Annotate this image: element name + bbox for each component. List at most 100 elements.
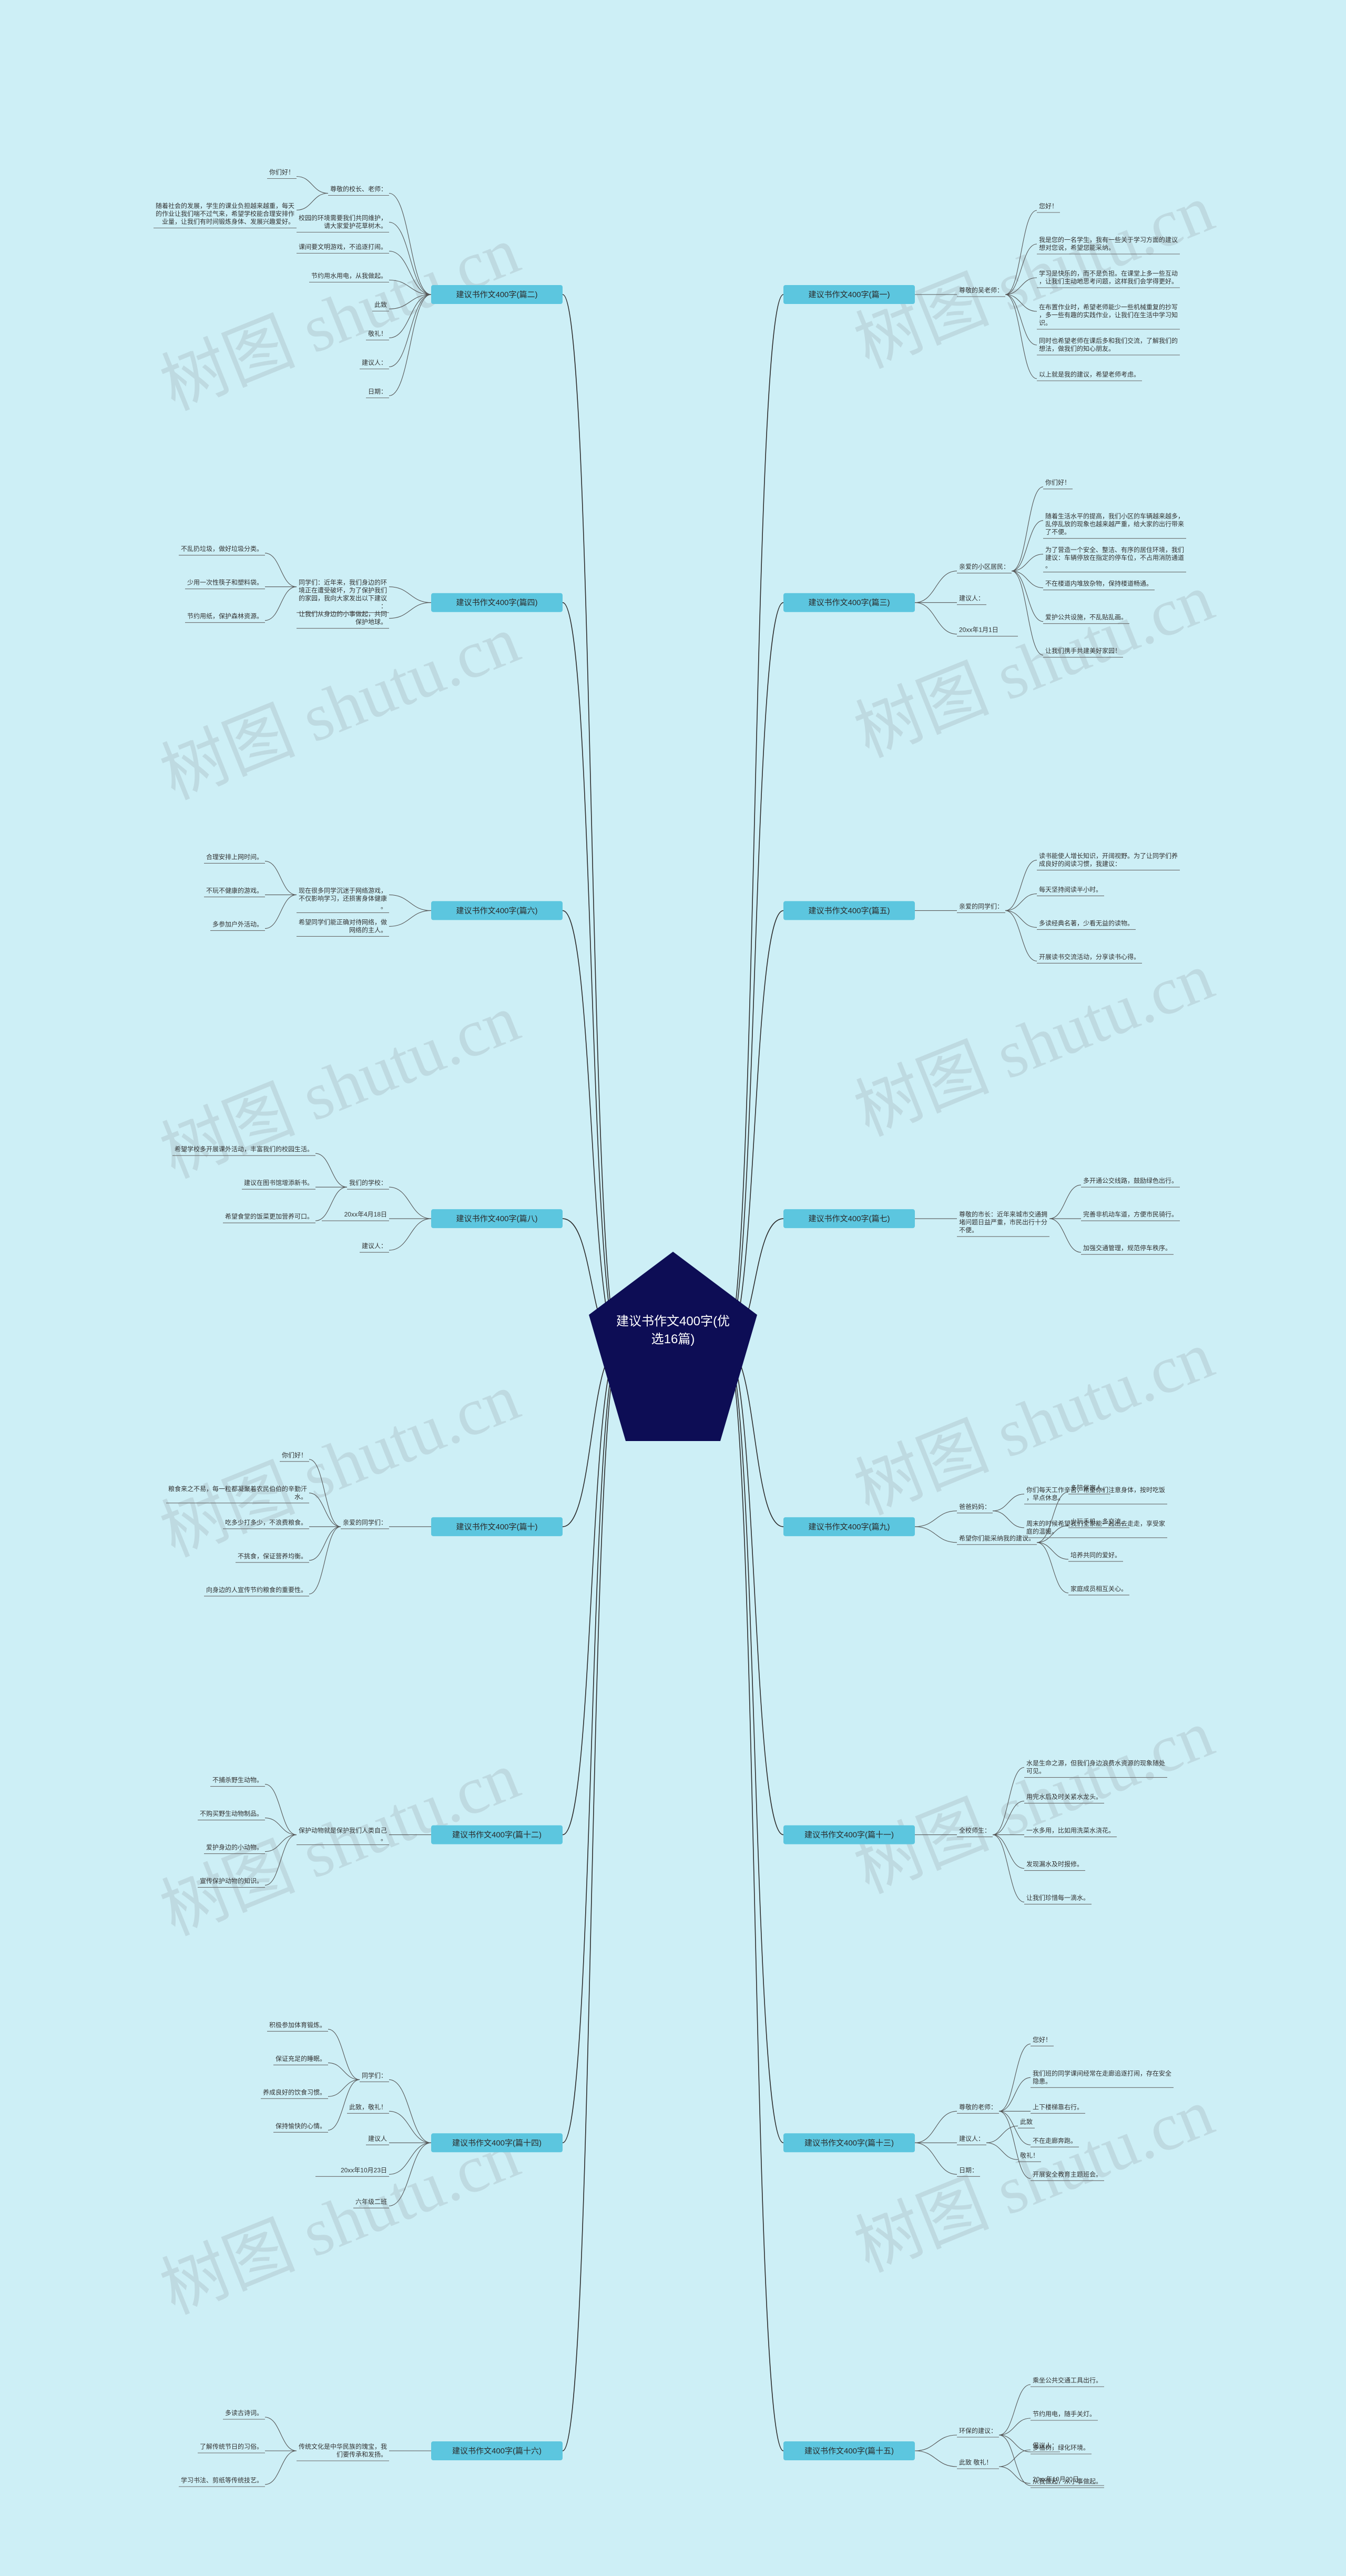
child-node[interactable]: 20xx年4月18日 xyxy=(322,1211,389,1221)
leaf-node[interactable]: 合理安排上网时间。 xyxy=(204,853,265,864)
leaf-node[interactable]: 敬礼！ xyxy=(1018,2151,1041,2162)
child-node[interactable]: 现在很多同学沉迷于网络游戏，不仅影响学习，还损害身体健康。 xyxy=(297,886,389,913)
child-node[interactable]: 保护动物就是保护我们人类自己。 xyxy=(297,1827,389,1845)
branch-node[interactable]: 建议书作文400字(篇八) xyxy=(431,1209,563,1229)
child-node[interactable]: 传统文化是中华民族的瑰宝，我们要传承和发扬。 xyxy=(297,2442,389,2461)
leaf-node[interactable]: 学习书法、剪纸等传统技艺。 xyxy=(179,2476,265,2487)
leaf-node[interactable]: 希望学校多开展课外活动，丰富我们的校园生活。 xyxy=(172,1145,315,1156)
child-node[interactable]: 节约用水用电，从我做起。 xyxy=(309,272,389,283)
child-node[interactable]: 建议人： xyxy=(957,595,986,605)
leaf-node[interactable]: 您好！ xyxy=(1037,202,1060,213)
leaf-node[interactable]: 你们好！ xyxy=(1043,479,1073,490)
child-node[interactable]: 同学们： xyxy=(360,2071,389,2082)
leaf-node[interactable]: 让我们携手共建美好家园！ xyxy=(1043,647,1123,658)
leaf-node[interactable]: 多读古诗词。 xyxy=(223,2409,265,2420)
leaf-node[interactable]: 向身边的人宣传节约粮食的重要性。 xyxy=(204,1586,309,1597)
leaf-node[interactable]: 读书能使人增长知识，开阔视野。为了让同学们养成良好的阅读习惯，我建议： xyxy=(1037,851,1180,870)
child-node[interactable]: 同学们：近年来，我们身边的环境正在遭受破坏，为了保护我们的家园，我向大家发出以下… xyxy=(297,579,389,613)
branch-node[interactable]: 建议书作文400字(篇十一) xyxy=(783,1825,915,1844)
branch-node[interactable]: 建议书作文400字(篇七) xyxy=(783,1209,915,1229)
child-node[interactable]: 让我们从身边的小事做起，共同保护地球。 xyxy=(297,610,389,629)
branch-node[interactable]: 建议书作文400字(篇一) xyxy=(783,285,915,304)
child-node[interactable]: 课间要文明游戏，不追逐打闹。 xyxy=(297,243,389,254)
leaf-node[interactable]: 为了营造一个安全、整洁、有序的居住环境，我们建议：车辆停放在指定的停车位，不占用… xyxy=(1043,546,1186,573)
branch-node[interactable]: 建议书作文400字(篇十五) xyxy=(783,2441,915,2460)
leaf-node[interactable]: 从我做起，从小事做起。 xyxy=(1031,2477,1104,2488)
leaf-node[interactable]: 加强交通管理，规范停车秩序。 xyxy=(1081,1244,1174,1255)
leaf-node[interactable]: 乘坐公共交通工具出行。 xyxy=(1031,2376,1104,2387)
leaf-node[interactable]: 多参加户外活动。 xyxy=(210,920,265,931)
child-node[interactable]: 尊敬的老师： xyxy=(957,2103,999,2114)
leaf-node[interactable]: 吃多少打多少，不浪费粮食。 xyxy=(223,1518,309,1529)
child-node[interactable]: 日期： xyxy=(366,388,389,399)
child-node[interactable]: 日期： xyxy=(957,2166,980,2177)
branch-node[interactable]: 建议书作文400字(篇十四) xyxy=(431,2133,563,2153)
child-node[interactable]: 尊敬的校长、老师： xyxy=(328,185,389,196)
leaf-node[interactable]: 开展安全教育主题班会。 xyxy=(1031,2170,1104,2181)
leaf-node[interactable]: 培养共同的爱好。 xyxy=(1068,1551,1123,1562)
root-node[interactable]: 建议书作文400字(优选16篇) xyxy=(589,1252,757,1441)
leaf-node[interactable]: 完善非机动车道，方便市民骑行。 xyxy=(1081,1210,1180,1221)
child-node[interactable]: 敬礼！ xyxy=(366,330,389,341)
leaf-node[interactable]: 不购买野生动物制品。 xyxy=(198,1810,265,1821)
child-node[interactable]: 我们的学校： xyxy=(347,1179,389,1190)
branch-node[interactable]: 建议书作文400字(篇四) xyxy=(431,593,563,612)
child-node[interactable]: 20xx年1月1日 xyxy=(957,626,1018,637)
leaf-node[interactable]: 你们好！ xyxy=(280,1451,309,1462)
leaf-node[interactable]: 节约用纸，保护森林资源。 xyxy=(185,612,265,623)
leaf-node[interactable]: 多开通公交线路，鼓励绿色出行。 xyxy=(1081,1177,1180,1188)
child-node[interactable]: 尊敬的吴老师： xyxy=(957,286,1005,297)
leaf-node[interactable]: 希望食堂的饭菜更加营养可口。 xyxy=(223,1212,315,1223)
branch-node[interactable]: 建议书作文400字(篇三) xyxy=(783,593,915,612)
branch-node[interactable]: 建议书作文400字(篇十六) xyxy=(431,2441,563,2460)
leaf-node[interactable]: 多植树，绿化环境。 xyxy=(1031,2443,1092,2455)
leaf-node[interactable]: 每天坚持阅读半小时。 xyxy=(1037,885,1104,896)
child-node[interactable]: 建议人： xyxy=(360,1242,389,1253)
leaf-node[interactable]: 不挑食，保证营养均衡。 xyxy=(236,1552,309,1563)
child-node[interactable]: 建议人： xyxy=(360,359,389,370)
leaf-node[interactable]: 在布置作业时，希望老师能少一些机械重复的抄写，多一些有趣的实践作业，让我们在生活… xyxy=(1037,303,1180,330)
child-node[interactable]: 此致，敬礼！ xyxy=(347,2103,389,2114)
leaf-node[interactable]: 我是您的一名学生，我有一些关于学习方面的建议想对您说，希望您能采纳。 xyxy=(1037,236,1180,255)
branch-node[interactable]: 建议书作文400字(篇十三) xyxy=(783,2133,915,2153)
leaf-node[interactable]: 20xx年10月20日 xyxy=(1031,2476,1104,2486)
leaf-node[interactable]: 开展读书交流活动，分享读书心得。 xyxy=(1037,952,1142,964)
leaf-node[interactable]: 不在楼道内堆放杂物，保持楼道畅通。 xyxy=(1043,580,1155,591)
child-node[interactable]: 尊敬的市长：近年来城市交通拥堵问题日益严重，市民出行十分不便。 xyxy=(957,1210,1049,1237)
leaf-node[interactable]: 少用一次性筷子和塑料袋。 xyxy=(185,579,265,590)
leaf-node[interactable]: 不在走廊奔跑。 xyxy=(1031,2136,1079,2147)
leaf-node[interactable]: 建议在图书馆增添新书。 xyxy=(242,1179,315,1190)
child-node[interactable]: 建议人 xyxy=(366,2135,389,2145)
leaf-node[interactable]: 多陪伴家人。 xyxy=(1068,1484,1110,1495)
leaf-node[interactable]: 水是生命之源，但我们身边浪费水资源的现象随处可见。 xyxy=(1024,1759,1167,1778)
branch-node[interactable]: 建议书作文400字(篇六) xyxy=(431,901,563,920)
leaf-node[interactable]: 节约用电，随手关灯。 xyxy=(1031,2410,1098,2421)
leaf-node[interactable]: 少玩手机，多交流。 xyxy=(1068,1517,1129,1528)
leaf-node[interactable]: 倡议人： xyxy=(1031,2442,1060,2452)
leaf-node[interactable]: 学习是快乐的，而不是负担。在课堂上多一些互动，让我们主动地思考问题，这样我们会学… xyxy=(1037,269,1180,288)
leaf-node[interactable]: 不乱扔垃圾，做好垃圾分类。 xyxy=(179,545,265,556)
leaf-node[interactable]: 同时也希望老师在课后多和我们交流，了解我们的想法，做我们的知心朋友。 xyxy=(1037,337,1180,356)
leaf-node[interactable]: 您好！ xyxy=(1031,2035,1054,2046)
branch-node[interactable]: 建议书作文400字(篇九) xyxy=(783,1517,915,1536)
leaf-node[interactable]: 随着生活水平的提高，我们小区的车辆越来越多，乱停乱放的现象也越来越严重，给大家的… xyxy=(1043,512,1186,539)
leaf-node[interactable]: 爱护身边的小动物。 xyxy=(204,1843,265,1854)
leaf-node[interactable]: 养成良好的饮食习惯。 xyxy=(261,2088,328,2099)
leaf-node[interactable]: 让我们珍惜每一滴水。 xyxy=(1024,1894,1092,1905)
leaf-node[interactable]: 此致 xyxy=(1018,2118,1035,2128)
leaf-node[interactable]: 以上就是我的建议，希望老师考虑。 xyxy=(1037,370,1142,381)
child-node[interactable]: 建议人： xyxy=(957,2135,986,2145)
child-node[interactable]: 六年级二班 xyxy=(353,2198,389,2208)
branch-node[interactable]: 建议书作文400字(篇十二) xyxy=(431,1825,563,1844)
leaf-node[interactable]: 爱护公共设施，不乱贴乱画。 xyxy=(1043,614,1129,624)
child-node[interactable]: 希望同学们能正确对待网络，做网络的主人。 xyxy=(297,918,389,937)
leaf-node[interactable]: 保证充足的睡眠。 xyxy=(273,2054,328,2065)
branch-node[interactable]: 建议书作文400字(篇五) xyxy=(783,901,915,920)
child-node[interactable]: 校园的环境需要我们共同维护，请大家爱护花草树木。 xyxy=(297,214,389,233)
leaf-node[interactable]: 粮食来之不易，每一粒都凝聚着农民伯伯的辛勤汗水。 xyxy=(166,1485,309,1504)
leaf-node[interactable]: 随着社会的发展，学生的课业负担越来越重，每天的作业让我们喘不过气来，希望学校能合… xyxy=(154,202,297,229)
branch-node[interactable]: 建议书作文400字(篇二) xyxy=(431,285,563,304)
child-node[interactable]: 爸爸妈妈： xyxy=(957,1503,993,1514)
child-node[interactable]: 亲爱的小区居民： xyxy=(957,563,1012,574)
leaf-node[interactable]: 不玩不健康的游戏。 xyxy=(204,886,265,897)
